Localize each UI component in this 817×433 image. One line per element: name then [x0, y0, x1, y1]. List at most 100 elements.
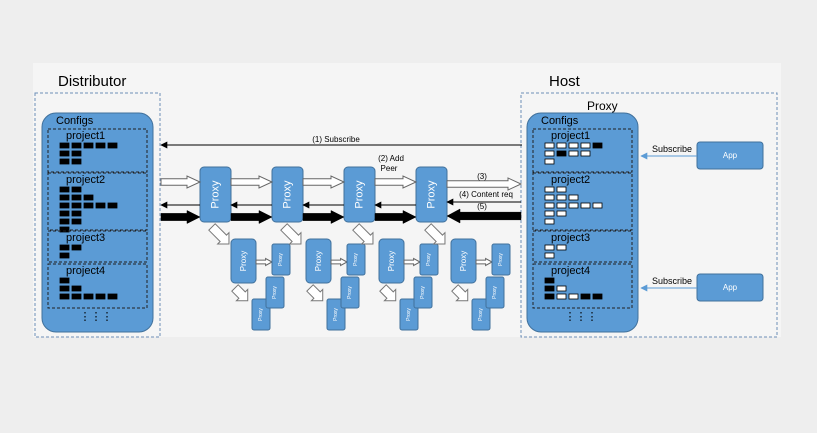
host-proxy-label: Proxy	[587, 99, 618, 113]
small-proxy	[271, 243, 291, 276]
small-proxy-label: Proxy	[498, 253, 504, 266]
slide-panel	[33, 63, 781, 337]
app-subscribe-label: Subscribe	[652, 276, 692, 286]
child-proxy-label: Proxy	[314, 251, 323, 271]
child-link-arrow	[208, 223, 230, 245]
subscribe-label: (1) Subscribe	[312, 135, 360, 144]
distributor-config-block	[71, 285, 82, 292]
host-config-block	[568, 142, 579, 149]
host-config-block	[544, 158, 555, 165]
host-config-block	[556, 293, 567, 300]
small-link-arrow	[330, 257, 349, 267]
content-forward-arrow	[374, 210, 417, 224]
host-configs-label: Configs	[541, 115, 579, 127]
distributor-config-block	[95, 142, 106, 149]
host-config-block	[568, 194, 579, 201]
small-link-arrow	[403, 257, 422, 267]
distributor-project-name: project1	[66, 130, 105, 142]
add-peer-label-1: (2) Add	[378, 154, 404, 163]
small-proxy	[251, 298, 271, 331]
distributor-config-block	[71, 210, 82, 217]
distributor-config-block	[59, 142, 70, 149]
distributor-config-block	[59, 158, 70, 165]
host-config-block	[556, 186, 567, 193]
distributor-config-block	[71, 142, 82, 149]
host-config-block	[544, 210, 555, 217]
hollow-forward-arrow	[302, 175, 346, 189]
small-proxy-label: Proxy	[420, 286, 426, 299]
distributor-configs-panel	[41, 112, 154, 333]
host-project-section	[532, 128, 633, 173]
host-config-block	[544, 202, 555, 209]
distributor-config-block	[59, 252, 70, 259]
content-req-label: (4) Content req	[459, 190, 513, 199]
host-project-section	[532, 263, 633, 309]
distributor-config-block	[59, 186, 70, 193]
host-config-block	[580, 142, 591, 149]
step3-label: (3)	[477, 172, 487, 181]
distributor-project-name: project4	[66, 265, 105, 277]
app-subscribe-label: Subscribe	[652, 144, 692, 154]
distributor-configs-label: Configs	[56, 115, 94, 127]
distributor-config-block	[83, 194, 94, 201]
host-config-block	[556, 202, 567, 209]
distributor-project-section	[47, 172, 148, 231]
host-project-name: project3	[551, 232, 590, 244]
small-proxy-label: Proxy	[426, 253, 432, 266]
distributor-config-block	[71, 293, 82, 300]
content-forward-arrow	[230, 210, 273, 224]
host-config-block	[544, 194, 555, 201]
host-config-block	[568, 293, 579, 300]
small-proxy	[413, 276, 433, 309]
distributor-config-block	[71, 158, 82, 165]
app-label: App	[723, 151, 738, 160]
small-proxy	[399, 298, 419, 331]
grandchild-link-arrow	[231, 284, 249, 302]
host-config-block	[592, 202, 603, 209]
host-config-block	[544, 277, 555, 284]
grandchild-link-arrow	[451, 284, 469, 302]
distributor-project-name: project2	[66, 174, 105, 186]
host-config-block	[592, 142, 603, 149]
small-proxy-label: Proxy	[258, 308, 264, 321]
distributor-config-block	[71, 150, 82, 157]
host-ellipsis: ⋮⋮⋮	[565, 311, 598, 323]
grandchild-link-arrow	[306, 284, 324, 302]
step5-label: (5)	[477, 202, 487, 211]
distributor-config-block	[71, 218, 82, 225]
host-config-block	[544, 293, 555, 300]
app-label: App	[723, 283, 738, 292]
small-proxy	[326, 298, 346, 331]
distributor-config-block	[95, 293, 106, 300]
hollow-forward-arrow	[160, 175, 202, 189]
host-config-block	[556, 194, 567, 201]
distributor-config-block	[59, 293, 70, 300]
distributor-config-block	[59, 244, 70, 251]
distributor-config-block	[59, 218, 70, 225]
small-proxy	[265, 276, 285, 309]
main-proxy	[415, 166, 448, 223]
host-config-block	[580, 202, 591, 209]
distributor-config-block	[71, 186, 82, 193]
small-proxy-label: Proxy	[406, 308, 412, 321]
small-proxy-label: Proxy	[492, 286, 498, 299]
distributor-project-name: project3	[66, 232, 105, 244]
host-config-block	[544, 142, 555, 149]
distributor-project-section	[47, 128, 148, 173]
content-forward-arrow	[302, 210, 345, 224]
main-proxy-label: Proxy	[282, 180, 294, 209]
host-project-name: project1	[551, 130, 590, 142]
hollow-forward-arrow-host	[446, 177, 523, 191]
host-project-name: project4	[551, 265, 590, 277]
small-proxy-label: Proxy	[353, 253, 359, 266]
distributor-config-block	[71, 202, 82, 209]
small-proxy-label: Proxy	[272, 286, 278, 299]
host-config-block	[556, 285, 567, 292]
small-proxy	[471, 298, 491, 331]
add-peer-label-2: Peer	[381, 164, 398, 173]
small-proxy-label: Proxy	[347, 286, 353, 299]
distributor-config-block	[83, 202, 94, 209]
child-proxy-label: Proxy	[387, 251, 396, 271]
